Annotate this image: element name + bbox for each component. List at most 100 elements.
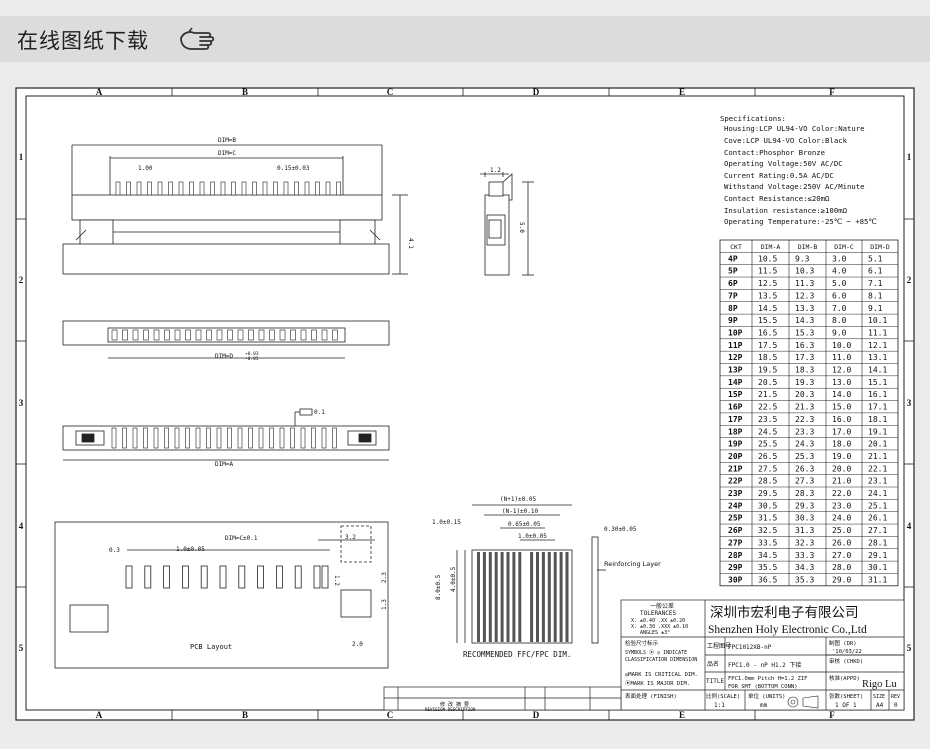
ffc-finger <box>565 552 569 642</box>
front-pin <box>136 181 142 196</box>
ffc-nm1: (N-1)±0.10 <box>502 508 539 515</box>
table-cell: 33.3 <box>795 551 814 560</box>
table-cell: 25.3 <box>795 452 814 461</box>
pcb-d23: 2.3 <box>381 572 388 583</box>
bottom-pin <box>290 427 295 449</box>
bottom-pin <box>248 427 253 449</box>
table-cell: 19.0 <box>832 452 851 461</box>
col-label-a-bottom: A <box>96 710 103 720</box>
bottom-pin <box>153 427 159 449</box>
side-height: 5.0 <box>518 222 525 233</box>
table-cell: 35.5 <box>758 563 777 572</box>
title-val-2: FOR SMT (BOTTOM CONN) <box>728 684 798 690</box>
table-cell: 31.1 <box>868 575 887 584</box>
page-banner: 在线图纸下载 <box>0 16 930 62</box>
table-cell: 13.3 <box>795 304 814 313</box>
title-val-1: FPC1.0mm Pitch H=1.2 ZIF <box>728 676 807 682</box>
top-pin <box>174 329 181 341</box>
drawn-label: 制图 (DR) <box>829 639 857 647</box>
row-label-1: 1 <box>19 152 24 162</box>
table-cell: 31.3 <box>795 526 814 535</box>
spec-line-3: Operating Voltage:50V AC/DC <box>724 159 843 168</box>
table-cell: 14.5 <box>758 304 777 313</box>
table-cell: 14.0 <box>832 390 851 399</box>
bottom-flat: 0.1 <box>314 409 325 416</box>
table-cell: 10.1 <box>868 316 887 325</box>
major-label: ⦿MARK IS MAJOR DIM. <box>625 680 690 687</box>
spec-line-6: Contact Resistance:≤20mΩ <box>724 194 830 203</box>
bottom-pin <box>206 427 211 449</box>
table-cell: 16.3 <box>795 341 814 350</box>
side-view <box>480 172 534 276</box>
top-pin <box>258 329 265 341</box>
front-pin <box>252 181 257 196</box>
table-cell: 32.3 <box>795 538 814 547</box>
bottom-pin <box>164 427 169 449</box>
pcb-pad <box>313 565 321 589</box>
rev-label: REV <box>891 694 900 700</box>
table-cell: 11.5 <box>758 267 777 276</box>
front-pin <box>199 181 205 196</box>
table-cell: 10.0 <box>832 341 851 350</box>
top-pin <box>290 329 296 341</box>
table-cell: 7.0 <box>832 304 847 313</box>
table-cell: 24.5 <box>758 427 777 436</box>
table-cell: 14.3 <box>795 316 814 325</box>
table-cell: 9.0 <box>832 328 847 337</box>
table-cell: 32.5 <box>758 526 777 535</box>
table-cell: 21.5 <box>758 390 777 399</box>
col-label-c-bottom: C <box>387 710 394 720</box>
top-pin <box>237 329 244 341</box>
col-label-f-bottom: F <box>829 710 835 720</box>
top-pin <box>153 329 160 341</box>
table-cell: 22P <box>728 477 743 486</box>
rev-row1: 修 改 摘 要 <box>440 701 469 708</box>
table-cell: 25.5 <box>758 440 777 449</box>
row-label-4-right: 4 <box>907 521 912 531</box>
appd-label: 核准(APPD) <box>829 674 860 682</box>
banner-title: 在线图纸下载 <box>17 29 149 53</box>
bottom-pin <box>279 427 285 449</box>
front-pin <box>325 181 331 196</box>
table-cell: 33.5 <box>758 538 777 547</box>
table-cell: 21.0 <box>832 477 851 486</box>
table-cell: 8P <box>728 304 738 313</box>
table-cell: 9.3 <box>795 254 810 263</box>
table-cell: 5.1 <box>868 254 883 263</box>
table-cell: 16.0 <box>832 415 851 424</box>
table-cell: 5P <box>728 267 738 276</box>
front-pin <box>231 181 236 196</box>
ffc-n1: (N+1)±0.05 <box>500 496 537 503</box>
ffc-d10: 1.0±0.05 <box>518 533 547 540</box>
spec-line-2: Contact:Phosphor Bronze <box>724 148 825 157</box>
table-header-cell: DIM-A <box>761 243 781 251</box>
top-pin <box>122 329 128 341</box>
ffc-finger <box>477 552 480 642</box>
table-cell: 26.5 <box>758 452 777 461</box>
ffc-finger <box>518 552 522 642</box>
table-cell: 4.0 <box>832 267 847 276</box>
ffc-finger <box>494 552 498 642</box>
table-cell: 9P <box>728 316 738 325</box>
table-cell: 6.0 <box>832 291 847 300</box>
row-label-5: 5 <box>19 643 24 653</box>
front-pin <box>241 181 247 196</box>
pcb-pad <box>219 565 227 589</box>
front-height: 4.1 <box>407 238 414 249</box>
appd-name: Rigo Lu <box>862 679 897 690</box>
ffc-d015: 1.0±0.15 <box>432 519 461 526</box>
table-cell: 24.1 <box>868 489 887 498</box>
table-cell: 20.3 <box>795 390 814 399</box>
front-pin <box>262 181 268 196</box>
top-pin <box>311 329 317 341</box>
checked-label: 审核 (CHKD) <box>829 657 863 665</box>
table-header-cell: DIM-D <box>870 243 890 251</box>
table-cell: 19P <box>728 440 743 449</box>
top-pin <box>216 329 223 341</box>
pcb-label: PCB Layout <box>190 643 232 651</box>
row-label-3-right: 3 <box>907 398 912 408</box>
table-cell: 15.3 <box>795 328 814 337</box>
table-cell: 22.3 <box>795 415 814 424</box>
sheet-val: 1 OF 1 <box>835 702 857 709</box>
side-width: 1.2 <box>490 167 501 174</box>
